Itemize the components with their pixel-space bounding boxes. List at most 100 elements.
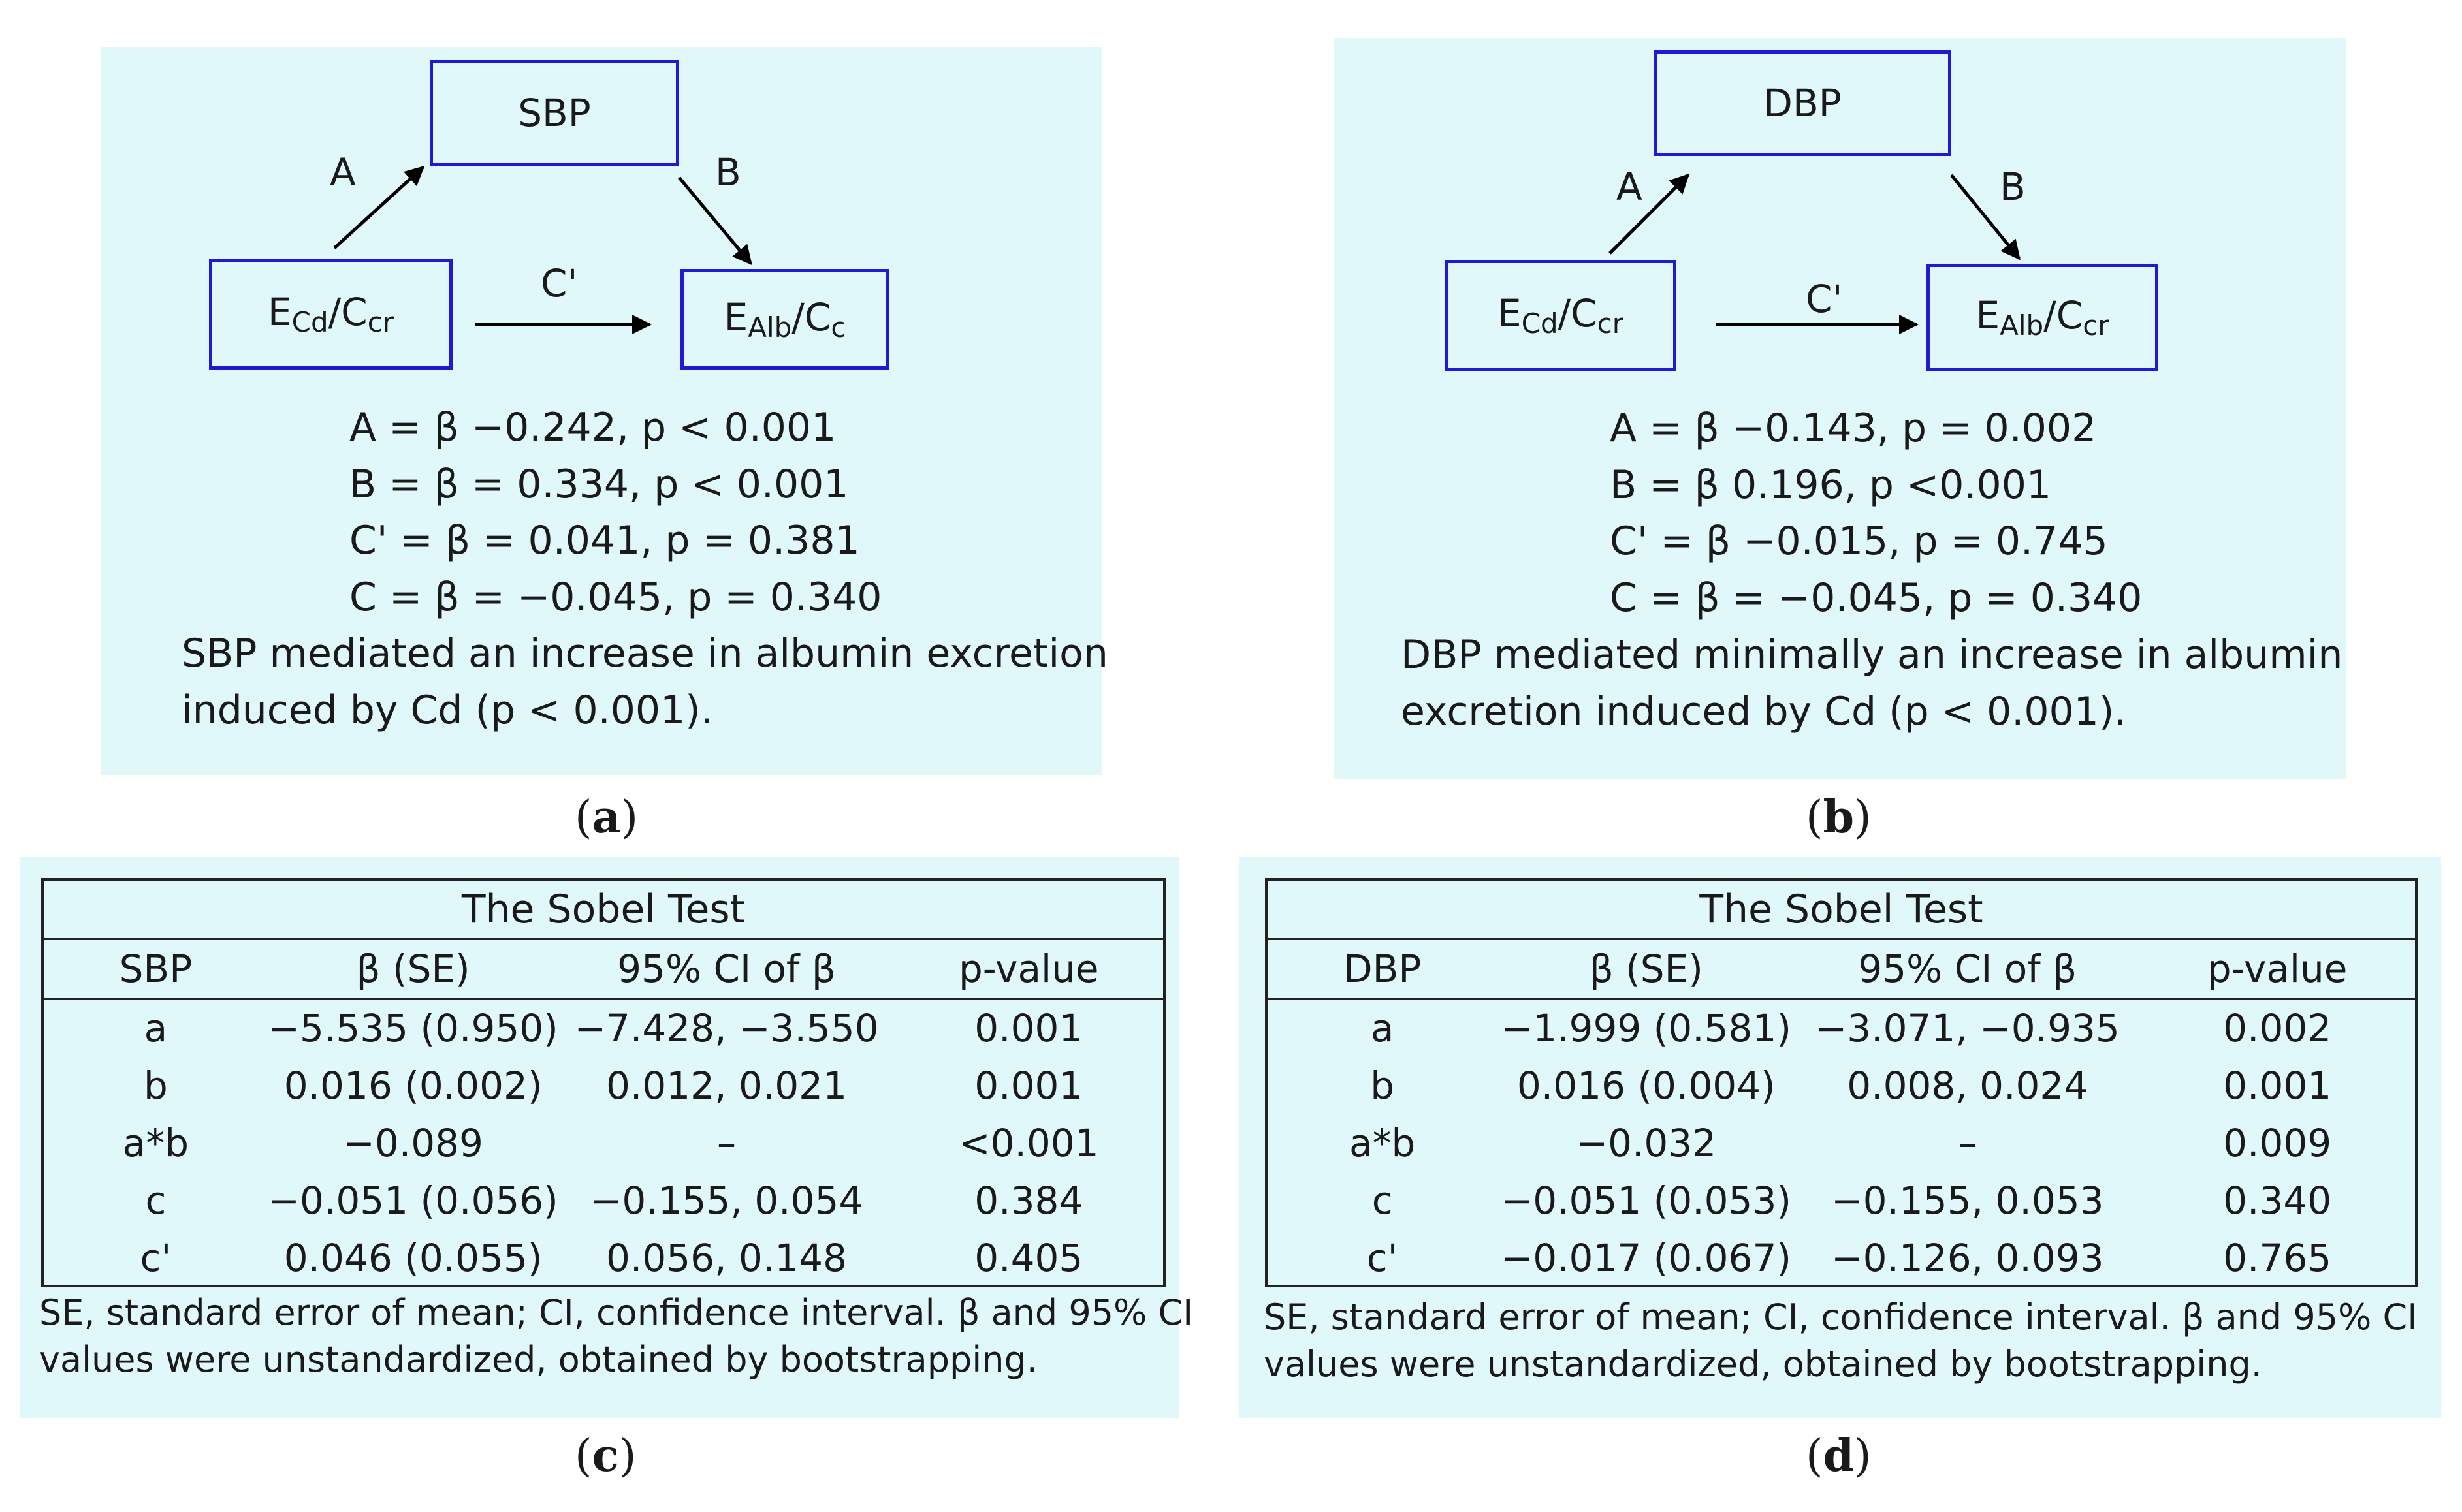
panel-a-caption: (a) [575,791,639,843]
stat-line: A = β −0.242, p < 0.001 [349,405,837,450]
panel-d-sobel-table: The Sobel Test DBP β (SE) 95% CI of β p-… [1265,878,2418,1287]
panel-b-summary: DBP mediated minimally an increase in al… [1401,627,2342,740]
table-cell: 0.765 [2223,1236,2332,1280]
column-header: β (SE) [1497,939,1796,1000]
table-row: a −5.535 (0.950) −7.428, −3.550 0.001 [44,999,1163,1058]
exposure-label: ECd/Ccr [1497,291,1624,339]
panel-c-sobel-table: The Sobel Test SBP β (SE) 95% CI of β p-… [41,878,1166,1287]
panel-b-exposure-node: ECd/Ccr [1445,260,1676,371]
table-row: c −0.051 (0.056) −0.155, 0.054 0.384 [44,1172,1163,1229]
stat-line: C' = β = 0.041, p = 0.381 [349,518,860,563]
table-title: The Sobel Test [44,881,1163,940]
panel-d-caption: (d) [1806,1430,1872,1482]
table-cell: a*b [1349,1121,1416,1165]
stat-line: B = β 0.196, p <0.001 [1610,462,2052,508]
table-cell: 0.046 (0.055) [283,1236,543,1280]
table-cell: 0.012, 0.021 [606,1063,847,1108]
summary-line: induced by Cd (p < 0.001). [182,687,713,733]
stat-line: C = β = −0.045, p = 0.340 [349,574,882,620]
panel-a-summary: SBP mediated an increase in albumin excr… [182,625,1108,738]
table-cell: a [144,1006,168,1050]
table-row: a*b −0.089 – <0.001 [44,1114,1163,1172]
summary-line: SBP mediated an increase in albumin excr… [182,631,1108,676]
table-cell: <0.001 [958,1121,1099,1165]
panel-a-background [101,47,1102,775]
table-cell: 0.405 [974,1236,1083,1280]
summary-line: DBP mediated minimally an increase in al… [1401,632,2343,678]
table-cell: −1.999 (0.581) [1501,1006,1791,1050]
table-cell: 0.016 (0.002) [283,1063,543,1108]
table-cell: 0.001 [974,1006,1083,1050]
table-cell: c [145,1178,167,1223]
table-cell: 0.056, 0.148 [606,1236,847,1280]
exposure-label: ECd/Ccr [267,290,394,338]
table-cell: −7.428, −3.550 [574,1006,879,1050]
panel-b-arrow-a [1608,173,1690,255]
panel-a-outcome-node: EAlb/Cc [680,269,889,370]
table-cell: 0.340 [2223,1178,2332,1223]
table-row: b 0.016 (0.002) 0.012, 0.021 0.001 [44,1057,1163,1114]
stat-line: A = β −0.143, p = 0.002 [1610,405,2097,451]
table-cell: 0.009 [2223,1121,2332,1165]
table-row: a −1.999 (0.581) −3.071, −0.935 0.002 [1268,999,2415,1058]
mediator-label: DBP [1763,81,1842,125]
panel-a-arrow-b [678,176,752,266]
summary-line: excretion induced by Cd (p < 0.001). [1401,688,2127,734]
table-cell: a*b [122,1121,189,1165]
table-cell: 0.001 [974,1063,1083,1108]
panel-d-footnote: SE, standard error of mean; CI, confiden… [1264,1294,2418,1388]
table-cell: – [717,1121,737,1165]
table-row: b 0.016 (0.004) 0.008, 0.024 0.001 [1268,1057,2415,1114]
panel-a-statistics: A = β −0.242, p < 0.001 B = β = 0.334, p… [349,400,882,625]
table-row: c −0.051 (0.053) −0.155, 0.053 0.340 [1268,1172,2415,1229]
column-header: 95% CI of β [558,939,895,1000]
table-cell: −0.155, 0.053 [1831,1178,2104,1223]
panel-a-arrow-a [333,165,425,249]
column-header: 95% CI of β [1795,939,2140,1000]
panel-b-arrow-b [1950,174,2021,260]
footnote-line: SE, standard error of mean; CI, confiden… [39,1292,1194,1333]
panel-a-path-c-label: C' [541,261,578,306]
stat-line: C' = β −0.015, p = 0.745 [1610,518,2108,564]
column-header: p-value [2139,939,2415,1000]
panel-a-path-b-label: B [715,150,741,195]
table-cell: 0.016 (0.004) [1516,1063,1776,1108]
stat-line: B = β = 0.334, p < 0.001 [349,461,849,507]
table-cell: −5.535 (0.950) [268,1006,558,1050]
table-row: c' −0.017 (0.067) −0.126, 0.093 0.765 [1268,1229,2415,1287]
column-header: p-value [894,939,1163,1000]
table-cell: −0.051 (0.056) [268,1178,558,1223]
table-cell: c' [1366,1236,1398,1280]
table-cell: b [1370,1063,1395,1108]
stat-line: C = β = −0.045, p = 0.340 [1610,575,2143,621]
table-cell: 0.384 [974,1178,1083,1223]
table-cell: 0.001 [2223,1063,2332,1108]
panel-a-path-a-label: A [330,150,356,195]
column-header: β (SE) [267,939,559,1000]
panel-b-background [1334,38,2346,779]
footnote-line: values were unstandardized, obtained by … [1264,1344,2262,1385]
table-cell: – [1958,1121,1977,1165]
panel-b-path-c-label: C' [1806,277,1843,321]
panel-b-outcome-node: EAlb/Ccr [1926,264,2158,371]
column-header: DBP [1268,939,1497,1000]
table-cell: 0.002 [2223,1006,2332,1050]
panel-b-caption: (b) [1806,791,1872,843]
table-cell: −0.089 [343,1121,483,1165]
mediator-label: SBP [518,91,591,135]
table-cell: −0.155, 0.054 [590,1178,863,1223]
table-row: a*b −0.032 – 0.009 [1268,1114,2415,1172]
table-row: c' 0.046 (0.055) 0.056, 0.148 0.405 [44,1229,1163,1287]
panel-a-mediator-node: SBP [430,60,679,166]
table-cell: −0.126, 0.093 [1831,1236,2104,1280]
table-cell: b [143,1063,168,1108]
footnote-line: values were unstandardized, obtained by … [39,1339,1038,1380]
table-cell: a [1370,1006,1394,1050]
footnote-line: SE, standard error of mean; CI, confiden… [1264,1297,2418,1338]
table-cell: −0.032 [1576,1121,1717,1165]
panel-b-mediator-node: DBP [1654,50,1951,156]
outcome-label: EAlb/Ccr [1975,293,2109,341]
table-cell: c [1371,1178,1393,1223]
table-cell: −3.071, −0.935 [1815,1006,2120,1050]
panel-c-footnote: SE, standard error of mean; CI, confiden… [39,1289,1193,1383]
